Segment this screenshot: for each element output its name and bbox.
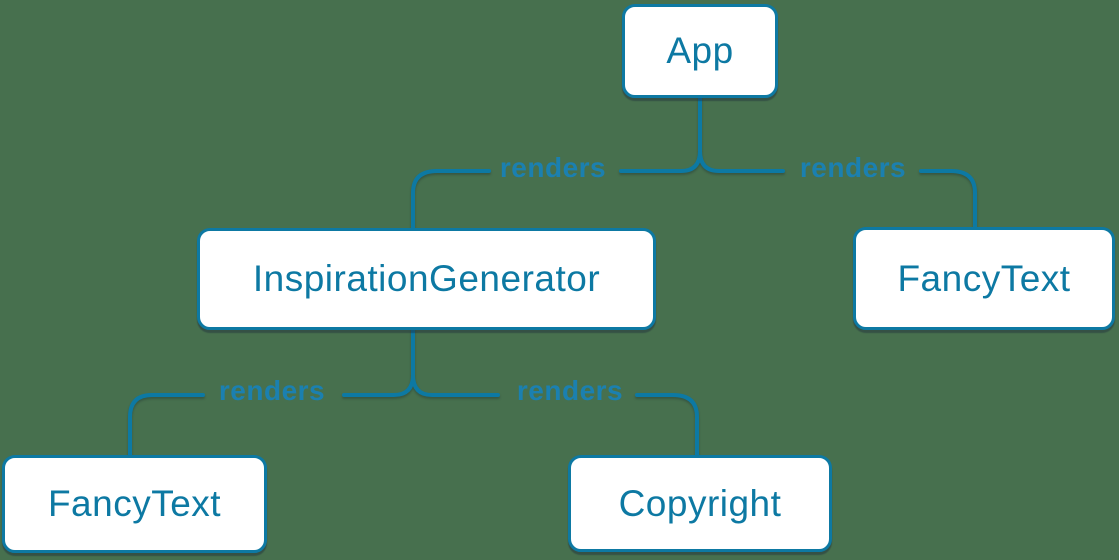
edge-inspiration-generator-to-copyright-segment-2	[635, 393, 699, 459]
edge-label-app-inspiration-generator: renders	[499, 152, 607, 183]
edge-inspiration-generator-to-fancy-text-bottom-segment-1	[342, 328, 415, 397]
node-copyright: Copyright	[568, 455, 832, 552]
edge-inspiration-generator-to-fancy-text-bottom-segment-2	[128, 393, 205, 459]
edge-app-to-fancy-text-top-segment-2	[919, 169, 977, 231]
edge-app-to-inspiration-generator-segment-1	[619, 96, 702, 173]
node-fancy-text-top: FancyText	[853, 227, 1115, 330]
edge-label-inspiration-generator-fancy-text-bottom: renders	[218, 375, 326, 406]
edge-app-to-fancy-text-top-segment-1	[698, 96, 785, 173]
edge-label-app-fancy-text-top: renders	[799, 152, 907, 183]
node-inspiration-generator: InspirationGenerator	[197, 228, 656, 330]
node-fancy-text-bottom: FancyText	[2, 455, 267, 553]
node-app: App	[622, 4, 778, 98]
edge-inspiration-generator-to-copyright-segment-1	[411, 328, 500, 397]
edge-app-to-inspiration-generator-segment-2	[411, 169, 491, 232]
edge-label-inspiration-generator-copyright: renders	[516, 375, 624, 406]
